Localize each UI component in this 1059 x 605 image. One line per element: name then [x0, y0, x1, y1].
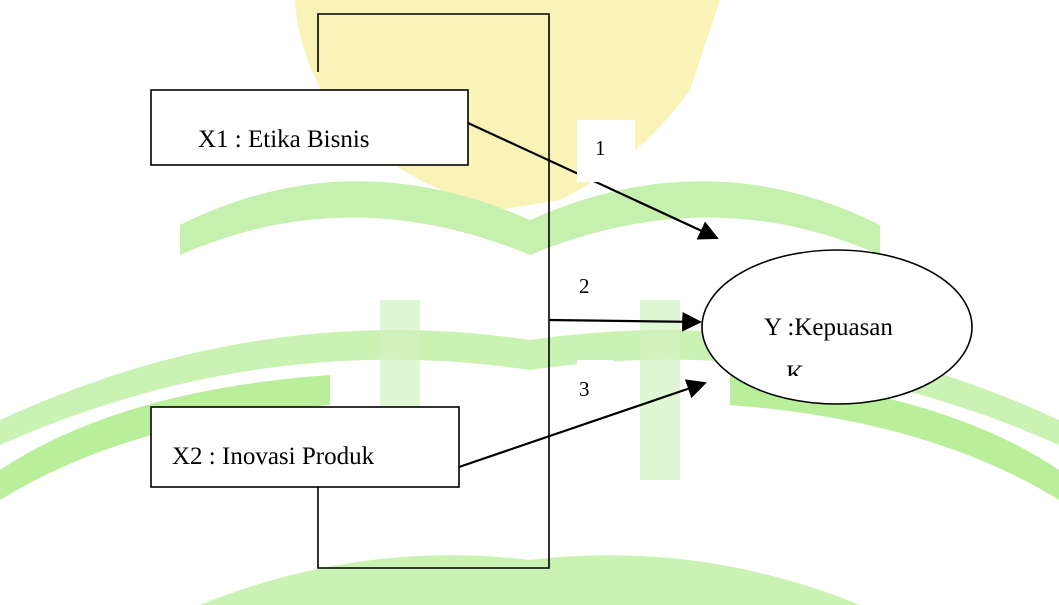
- x1-label: X1 : Etika Bisnis: [198, 126, 370, 153]
- arrow-x2-y: [458, 379, 707, 469]
- arrow-bracket-y: [548, 311, 702, 332]
- y-ellipse: [701, 249, 973, 405]
- y-label-cut: K: [786, 362, 805, 376]
- x2-box: [150, 406, 460, 488]
- y-label: Y :Kepuasan: [764, 314, 893, 341]
- watermark-book-top: [180, 181, 880, 255]
- path-label-3: 3: [577, 360, 613, 397]
- watermark-arc-right: [730, 375, 1059, 500]
- x1-box: [150, 89, 469, 166]
- path-label-2: 2: [577, 240, 613, 296]
- path-label-1: 1: [577, 120, 635, 182]
- x2-label: X2 : Inovasi Produk: [172, 443, 375, 470]
- correlation-bracket: [317, 13, 550, 569]
